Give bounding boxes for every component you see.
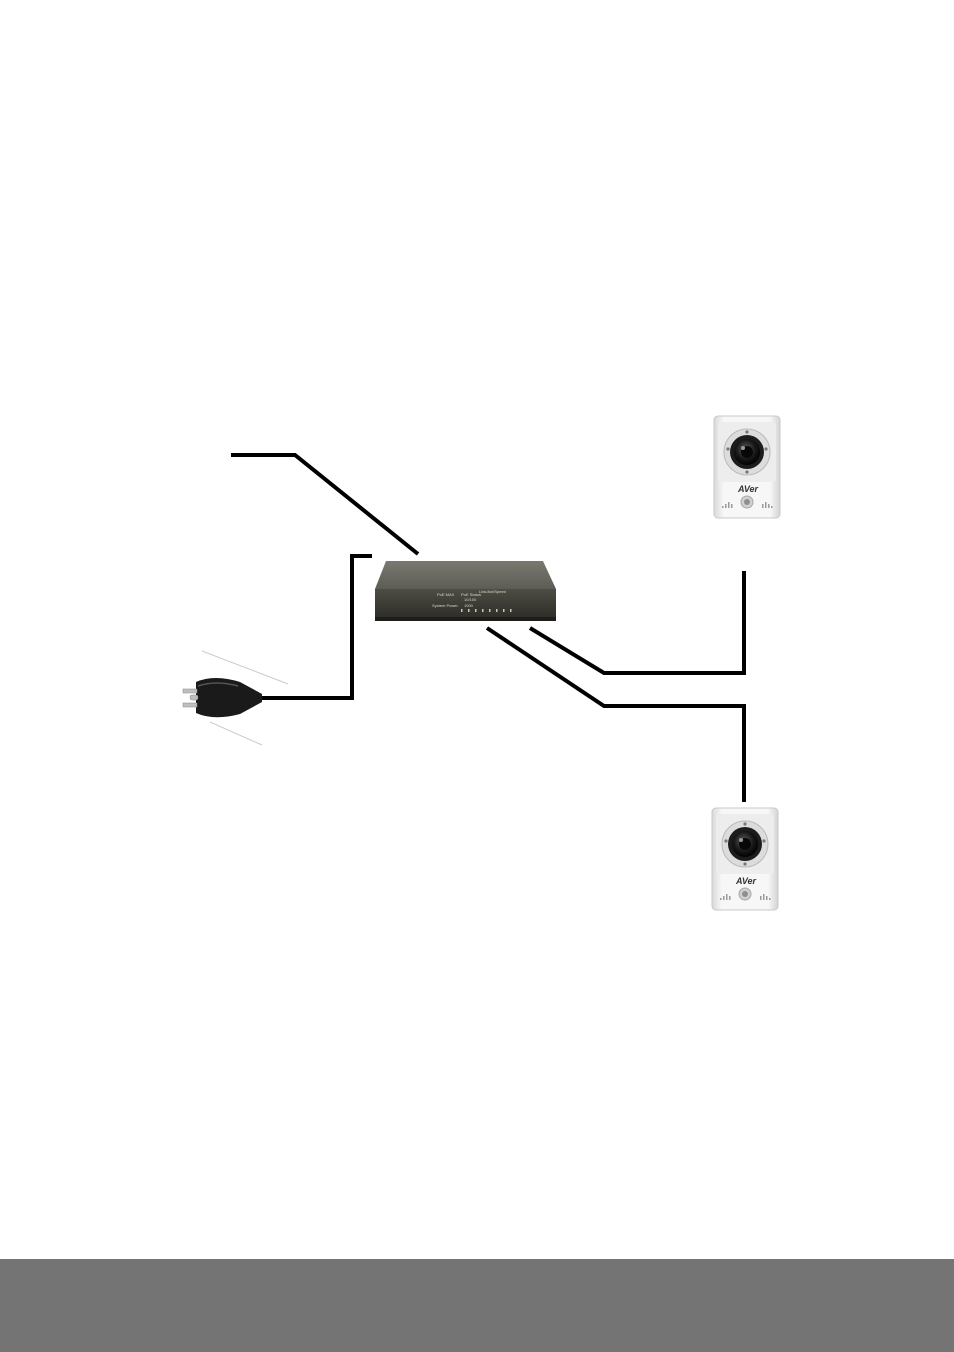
ip-camera-icon: AVer [713, 415, 781, 519]
ip-camera-icon: AVer [711, 807, 779, 911]
switch-label-1000: 1000 [464, 603, 474, 608]
uplink-cable [231, 453, 420, 556]
switch-led-row [461, 609, 512, 612]
cables [231, 453, 746, 802]
switch-panel-labels: PoE MAX PoE Status System Power Link/Act… [432, 589, 506, 608]
power-plug-icon [182, 650, 289, 746]
camera-1-brand-logo: AVer [737, 484, 759, 494]
poe-switch-icon: PoE MAX PoE Status System Power Link/Act… [375, 561, 556, 621]
switch-label-system-power: System Power [432, 603, 458, 608]
power-cable [260, 554, 372, 700]
switch-label-10-100: 10/100 [464, 597, 477, 602]
camera-1-cable [528, 571, 746, 675]
footer-bar [0, 1259, 954, 1352]
switch-label-poe-max: PoE MAX [437, 592, 455, 597]
camera-2-brand-logo: AVer [735, 876, 757, 886]
switch-label-link-act: Link/Act/Speed [479, 589, 506, 594]
camera-2-cable [485, 626, 746, 802]
switch-label-poe-status: PoE Status [461, 592, 481, 597]
